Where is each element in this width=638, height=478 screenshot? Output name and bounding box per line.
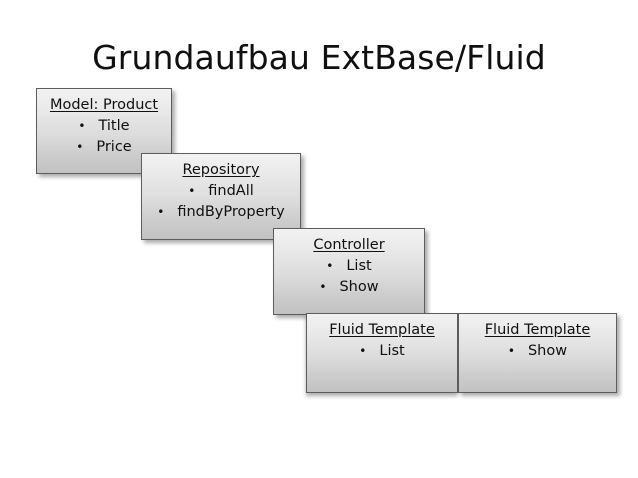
- list-item: • Show: [508, 341, 567, 362]
- flow-box-model-heading: Model: Product: [49, 97, 159, 113]
- list-item-label: Show: [527, 343, 568, 359]
- list-item-label: Show: [339, 279, 379, 295]
- flow-box-repository-heading: Repository: [182, 162, 260, 178]
- flow-box-fluid-template-show-items: • Show: [508, 341, 567, 362]
- bullet-icon: •: [78, 119, 86, 133]
- flow-box-fluid-template-list-items: • List: [359, 341, 404, 362]
- list-item: • findAll: [188, 181, 254, 202]
- page-title: Grundaufbau ExtBase/Fluid: [92, 38, 546, 77]
- list-item: • List: [326, 256, 371, 277]
- flow-box-repository[interactable]: Repository • findAll • findByProperty: [141, 153, 301, 240]
- flow-box-fluid-template-list-heading: Fluid Template: [329, 322, 435, 338]
- list-item: • Show: [319, 277, 378, 298]
- bullet-icon: •: [326, 259, 334, 273]
- flow-box-fluid-template-list[interactable]: Fluid Template • List: [306, 313, 458, 393]
- list-item: • Price: [76, 137, 131, 158]
- flow-box-controller[interactable]: Controller • List • Show: [273, 228, 425, 315]
- list-item-label: List: [379, 343, 405, 359]
- list-item-label: findAll: [208, 183, 254, 199]
- bullet-icon: •: [188, 184, 196, 198]
- flow-box-controller-items: • List • Show: [319, 256, 378, 298]
- flow-box-fluid-template-show[interactable]: Fluid Template • Show: [458, 313, 617, 393]
- flow-box-fluid-template-show-heading: Fluid Template: [484, 322, 591, 338]
- flow-box-repository-items: • findAll • findByProperty: [157, 181, 285, 223]
- list-item: • Title: [78, 116, 129, 137]
- bullet-icon: •: [76, 140, 84, 154]
- flow-box-model[interactable]: Model: Product • Title • Price: [36, 88, 172, 174]
- bullet-icon: •: [319, 280, 327, 294]
- bullet-icon: •: [359, 344, 367, 358]
- list-item-label: Price: [96, 139, 132, 155]
- bullet-icon: •: [157, 205, 165, 219]
- flow-box-model-items: • Title • Price: [76, 116, 131, 158]
- list-item: • List: [359, 341, 404, 362]
- list-item-label: List: [346, 258, 372, 274]
- list-item: • findByProperty: [157, 202, 285, 223]
- list-item-label: Title: [98, 118, 130, 134]
- flow-box-controller-heading: Controller: [313, 237, 385, 253]
- bullet-icon: •: [507, 344, 515, 358]
- list-item-label: findByProperty: [177, 204, 285, 220]
